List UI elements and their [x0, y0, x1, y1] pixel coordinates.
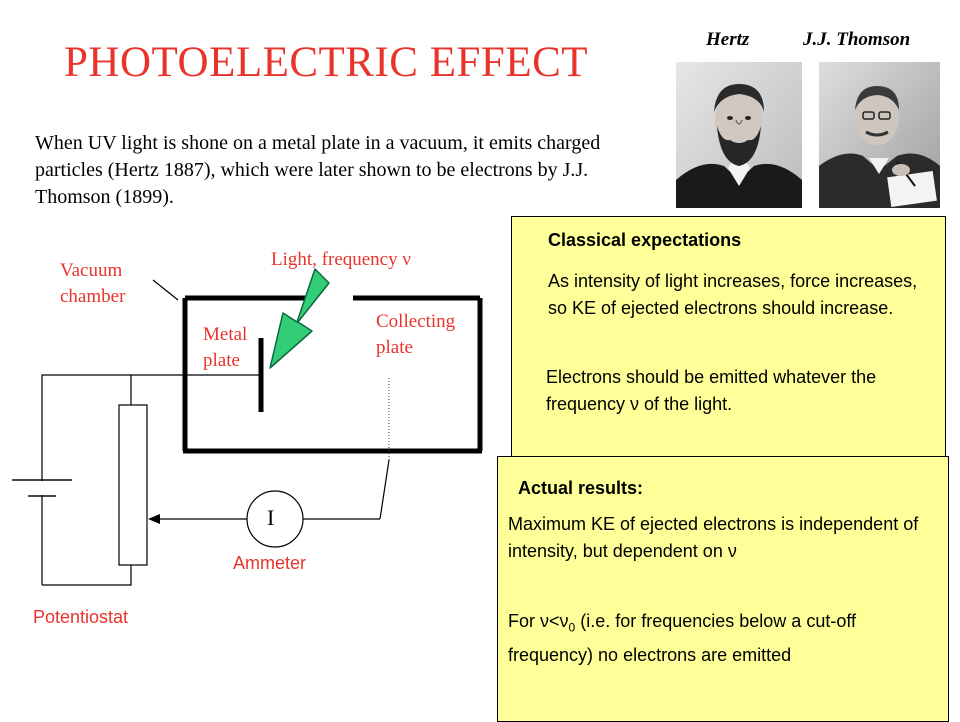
- light-arrow: [269, 268, 330, 369]
- ammeter-label: Ammeter: [233, 553, 307, 573]
- collecting-plate-label: Collecting plate: [376, 311, 456, 358]
- intro-paragraph: When UV light is shone on a metal plate …: [35, 132, 601, 208]
- potentiostat-slider-arrow: [148, 514, 160, 524]
- potentiostat-resistor: [118, 404, 148, 566]
- vacuum-chamber-label: Vacuum chamber: [60, 260, 126, 307]
- vacuum-chamber: [182, 295, 483, 454]
- actual-results-box: Actual results: Maximum KE of ejected el…: [497, 456, 949, 722]
- potentiostat-label: Potentiostat: [33, 607, 129, 627]
- actual-heading: Actual results:: [518, 478, 644, 498]
- actual-point-cutoff: For ν<ν0 (i.e. for frequencies below a c…: [508, 611, 857, 665]
- thomson-label: J.J. Thomson: [803, 29, 911, 50]
- vacuum-pointer: [152, 279, 179, 301]
- classical-expectations-box: Classical expectations As intensity of l…: [511, 216, 946, 469]
- classical-point-intensity: As intensity of light increases, force i…: [548, 271, 918, 318]
- photoelectric-apparatus-diagram: [12, 268, 483, 586]
- slide-title: PHOTOELECTRIC EFFECT: [64, 39, 589, 86]
- circuit-wires: [41, 374, 390, 586]
- classical-heading: Classical expectations: [548, 230, 742, 250]
- ammeter-circle: [246, 490, 304, 548]
- light-label: Light, frequency ν: [271, 249, 411, 270]
- actual-point-ke: Maximum KE of ejected electrons is indep…: [508, 514, 919, 561]
- metal-plate-label: Metal plate: [203, 324, 248, 371]
- hertz-label: Hertz: [706, 29, 750, 50]
- thomson-portrait-image: [819, 62, 940, 208]
- hertz-portrait-image: [676, 62, 802, 208]
- classical-point-frequency: Electrons should be emitted whatever the…: [546, 367, 877, 414]
- ammeter-symbol: I: [267, 505, 275, 530]
